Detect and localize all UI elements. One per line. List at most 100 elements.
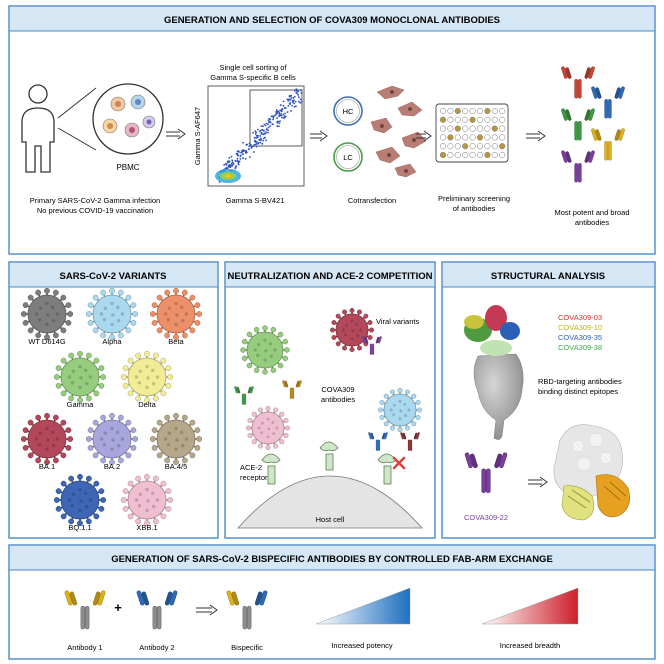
panel-variants: SARS-CoV-2 VARIANTS WT D614G Alpha BetaGam… — [8, 261, 219, 539]
antibody1-label: Antibody 1 — [67, 643, 102, 652]
panel-neutralization: NEUTRALIZATION AND ACE-2 COMPETITION Hos… — [224, 261, 436, 539]
panel-generation: GENERATION AND SELECTION OF COVA309 MONO… — [8, 5, 656, 255]
variant-label: Beta — [168, 337, 184, 346]
variant-label: XBB.1 — [136, 523, 157, 532]
antibody-icon — [561, 150, 595, 183]
antibody-icon — [400, 432, 420, 451]
potent-line-2: antibodies — [575, 218, 609, 227]
variant-virus-icon — [149, 412, 203, 466]
antibody-icon — [464, 452, 508, 494]
arrow-icon — [416, 130, 432, 142]
antibody-icon — [362, 336, 382, 355]
structural-legend-item: COVA309-38 — [558, 343, 602, 352]
variant-label: Delta — [138, 400, 156, 409]
cotransfection-label: Cotransfection — [348, 196, 396, 205]
selected-antibodies — [561, 66, 625, 183]
person-icon — [21, 84, 55, 173]
antibody-icon — [591, 86, 625, 119]
sorting-line-2: Gamma S-specific B cells — [210, 73, 296, 82]
ace2-line-2: receptor — [240, 473, 268, 482]
flow-plot-dots — [215, 88, 303, 183]
arrow-icon — [526, 130, 546, 142]
infection-line-2: No previous COVID-19 vaccination — [37, 206, 153, 215]
flow-axis-x: Gamma S-BV421 — [226, 196, 285, 205]
neutralization-antibodies — [234, 336, 420, 451]
potency-label: Increased potency — [331, 641, 393, 650]
antibody-icon — [561, 108, 595, 141]
panel-structural-title: STRUCTURAL ANALYSIS — [491, 271, 605, 282]
breadth-label: Increased breadth — [500, 641, 560, 650]
infection-line-1: Primary SARS-CoV-2 Gamma infection — [30, 196, 160, 205]
variant-label: BQ.1.1 — [68, 523, 91, 532]
pbmc-circle — [92, 83, 164, 155]
arrow-icon — [528, 476, 548, 488]
variant-virus-icon — [240, 325, 290, 375]
ace2-line-1: ACE-2 — [240, 463, 262, 472]
variant-virus-icon — [20, 412, 74, 466]
breadth-gradient — [481, 587, 579, 625]
bispecific-label: Bispecific — [231, 643, 263, 652]
antibody-icon — [234, 386, 254, 405]
antibody-icon — [591, 128, 625, 161]
panel-structural: STRUCTURAL ANALYSIS COVA309-03COVA309-10… — [441, 261, 656, 539]
antibody-icon — [561, 66, 595, 99]
cova22-antibody-icon — [464, 452, 508, 494]
neutralization-viruses — [240, 307, 423, 451]
variant-virus-icon — [245, 405, 291, 451]
variant-virus-icon — [120, 350, 174, 404]
sorting-line-1: Single cell sorting of — [219, 63, 287, 72]
variant-label: BA.1 — [39, 462, 55, 471]
flow-axis-y: Gamma S-AF647 — [193, 107, 202, 165]
cova22-label: COVA309-22 — [464, 513, 508, 522]
hc-plasmid — [333, 96, 363, 126]
plus-sign: + — [114, 600, 122, 615]
antibody-icon — [282, 380, 302, 399]
variant-virus-icon — [329, 307, 375, 353]
arrow-icon — [166, 128, 186, 140]
variant-label: BA.4/5 — [165, 462, 188, 471]
arrow-icon — [310, 130, 328, 142]
cova-antibodies-line-1: COVA309 — [321, 385, 354, 394]
variant-label: Gamma — [67, 400, 95, 409]
lc-label: LC — [343, 153, 353, 162]
variant-label: WT D614G — [28, 337, 66, 346]
variant-label: Alpha — [102, 337, 122, 346]
potency-gradient — [315, 587, 411, 625]
pbmc-label: PBMC — [116, 163, 139, 172]
rbd-line-1: RBD-targeting antibodies — [538, 377, 622, 386]
ace2-receptors — [261, 441, 397, 485]
variant-virus-icon — [53, 473, 107, 527]
variant-virus-icon — [377, 387, 423, 433]
cova-antibodies-line-2: antibodies — [321, 395, 355, 404]
crystal-structure — [553, 424, 630, 521]
variant-virus-icon — [53, 350, 107, 404]
antibody2-label: Antibody 2 — [139, 643, 174, 652]
antibody-icon — [136, 590, 178, 630]
variant-virus-icon — [20, 287, 74, 341]
bispecific-antibodies — [64, 590, 268, 630]
variant-virus-icon — [85, 412, 139, 466]
rbd-line-2: binding distinct epitopes — [538, 387, 618, 396]
sorting-gate — [249, 89, 303, 147]
em-density-map — [464, 305, 524, 440]
antibody-icon — [368, 432, 388, 451]
panel-bispecific: GENERATION OF SARS-CoV-2 BISPECIFIC ANTI… — [8, 544, 656, 660]
host-cell — [237, 475, 423, 529]
antibody-icon — [64, 590, 106, 630]
screening-line-1: Preliminary screening — [438, 194, 510, 203]
panel-variants-title: SARS-CoV-2 VARIANTS — [60, 271, 167, 282]
well-plate-wells — [439, 107, 506, 159]
potent-line-1: Most potent and broad — [554, 208, 629, 217]
screening-line-2: of antibodies — [453, 204, 496, 213]
variant-label: BA.2 — [104, 462, 120, 471]
bispecific-antibody-icon — [226, 590, 268, 630]
variant-virus-icon — [120, 473, 174, 527]
panel-neutralization-title: NEUTRALIZATION AND ACE-2 COMPETITION — [228, 271, 433, 282]
panel-bispecific-title: GENERATION OF SARS-CoV-2 BISPECIFIC ANTI… — [111, 554, 553, 565]
structural-legend-item: COVA309-10 — [558, 323, 602, 332]
variant-virus-icon — [85, 287, 139, 341]
viral-variants-label: Viral variants — [376, 317, 419, 326]
structural-legend-item: COVA309-35 — [558, 333, 602, 342]
variant-viruses — [20, 287, 203, 527]
